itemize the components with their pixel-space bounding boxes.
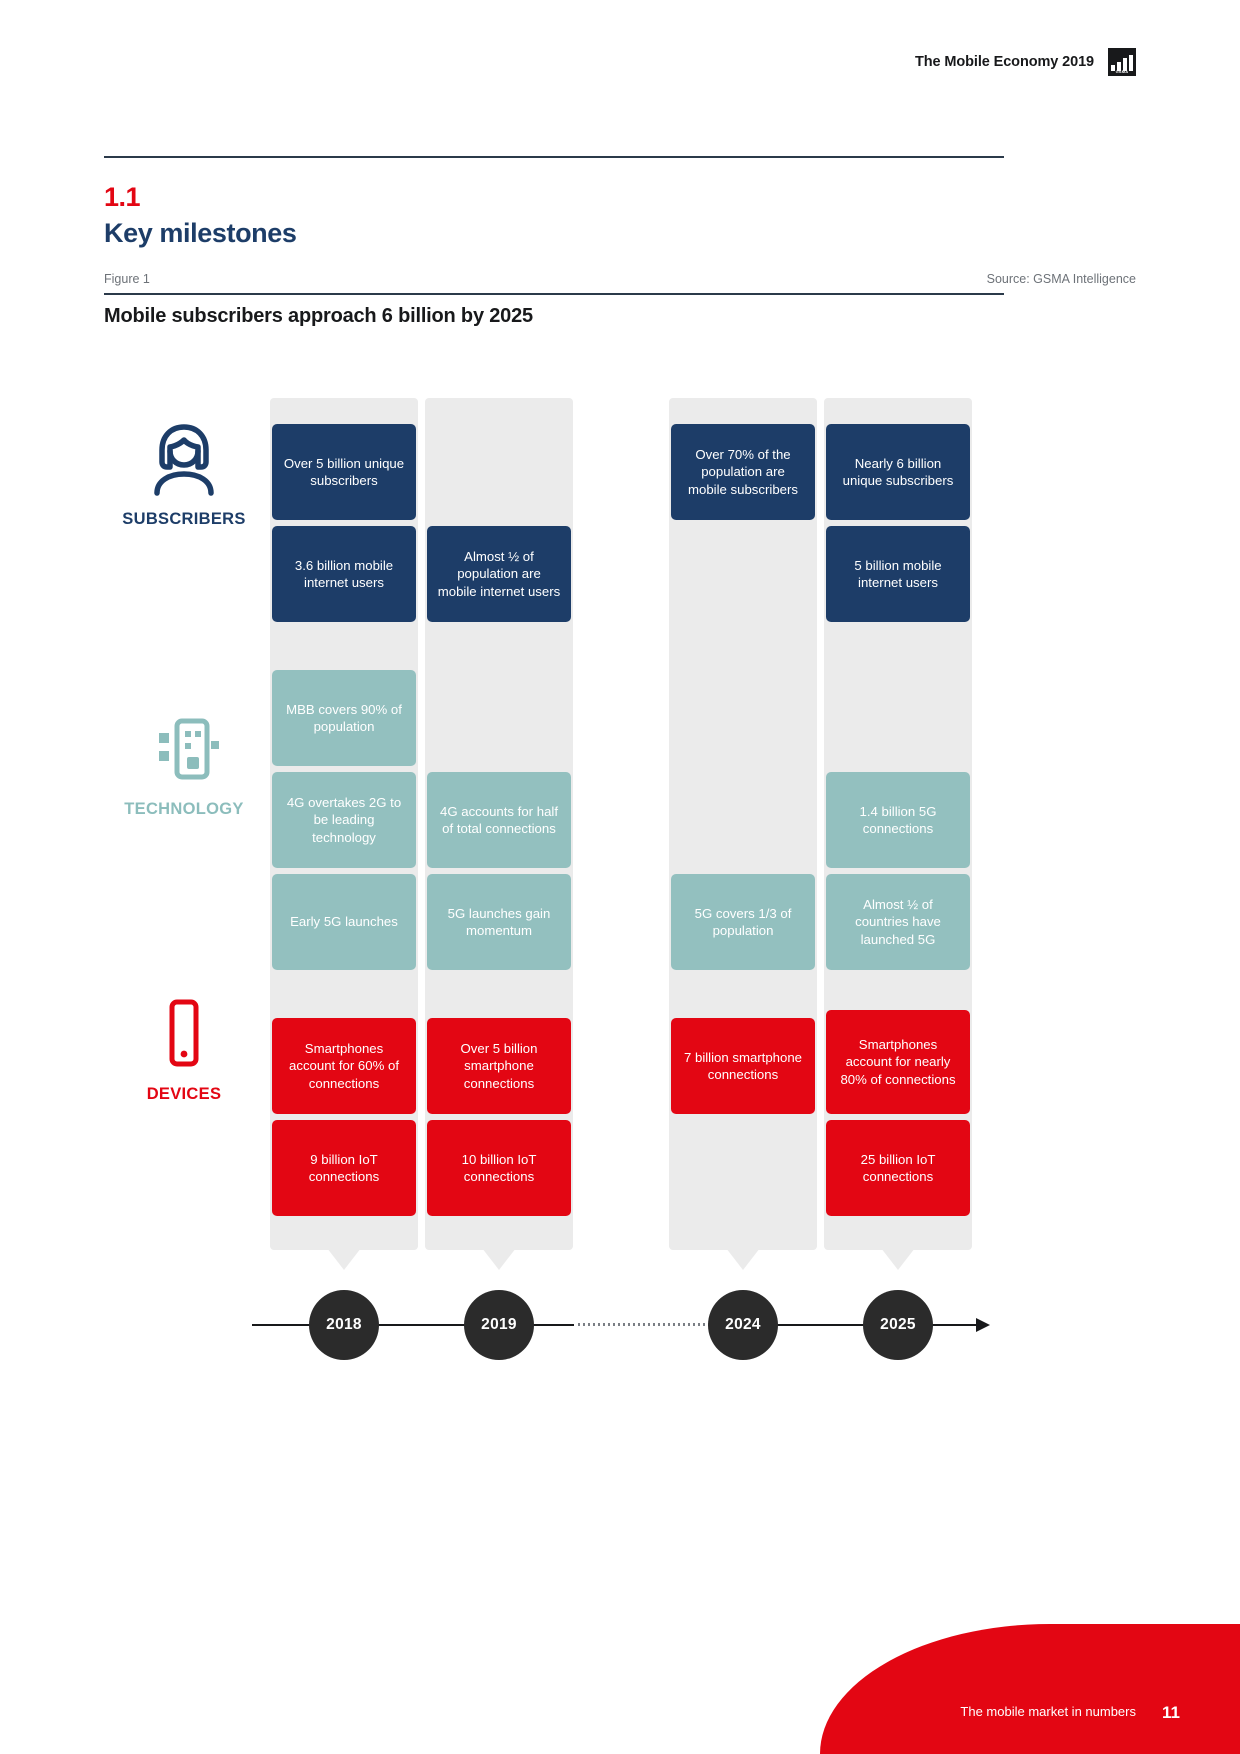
timeline-node-2024[interactable]: 2024 xyxy=(708,1290,778,1360)
figure-title: Mobile subscribers approach 6 billion by… xyxy=(104,305,533,327)
gsma-logo-icon: GSMA xyxy=(1108,48,1136,76)
milestone-card: Over 70% of the population are mobile su… xyxy=(671,424,815,520)
milestone-card: Over 5 billion unique subscribers xyxy=(272,424,416,520)
milestone-card: 4G accounts for half of total connection… xyxy=(427,772,571,868)
category-label-technology: TECHNOLOGY xyxy=(124,800,244,818)
column-2018: Over 5 billion unique subscribers 3.6 bi… xyxy=(270,398,418,1270)
column-2019: Almost ½ of population are mobile intern… xyxy=(425,398,573,1270)
logo-bar xyxy=(1110,65,1116,71)
milestone-card: 10 billion IoT connections xyxy=(427,1120,571,1216)
milestones-chart: SUBSCRIBERS TECHNOLOGY DEVICES xyxy=(0,390,1240,1340)
page-number: 11 xyxy=(1162,1703,1180,1722)
column-tail xyxy=(482,1248,516,1270)
milestone-card: 3.6 billion mobile internet users xyxy=(272,526,416,622)
milestone-card: 4G overtakes 2G to be leading technology xyxy=(272,772,416,868)
column-2024: Over 70% of the population are mobile su… xyxy=(669,398,817,1270)
milestone-card: 5G launches gain momentum xyxy=(427,874,571,970)
milestone-card: Smartphones account for nearly 80% of co… xyxy=(826,1010,970,1114)
milestone-card: 25 billion IoT connections xyxy=(826,1120,970,1216)
milestone-card: Almost ½ of population are mobile intern… xyxy=(427,526,571,622)
milestone-card: 5G covers 1/3 of population xyxy=(671,874,815,970)
timeline-dotted-segment xyxy=(578,1323,720,1326)
category-label-devices: DEVICES xyxy=(146,1085,222,1103)
milestone-card: Early 5G launches xyxy=(272,874,416,970)
milestone-card: Over 5 billion smartphone connections xyxy=(427,1018,571,1114)
subscriber-person-icon xyxy=(147,420,221,498)
page-header-title: The Mobile Economy 2019 xyxy=(915,54,1094,70)
footer-accent-shape xyxy=(820,1624,1240,1754)
logo-bar xyxy=(1116,61,1122,71)
column-2025: Nearly 6 billion unique subscribers 5 bi… xyxy=(824,398,972,1270)
milestone-card: 1.4 billion 5G connections xyxy=(826,772,970,868)
logo-wordmark: GSMA xyxy=(1115,69,1129,74)
timeline: 2018 2019 2024 2025 xyxy=(0,1280,1240,1370)
caption-divider xyxy=(104,293,1004,295)
category-technology: TECHNOLOGY xyxy=(104,710,264,819)
smartphone-icon xyxy=(147,995,221,1073)
milestone-card: Nearly 6 billion unique subscribers xyxy=(826,424,970,520)
section-title: Key milestones xyxy=(104,218,297,248)
milestone-card: 5 billion mobile internet users xyxy=(826,526,970,622)
milestone-card: 7 billion smartphone connections xyxy=(671,1018,815,1114)
figure-label: Figure 1 xyxy=(104,272,150,286)
category-devices: DEVICES xyxy=(104,995,264,1104)
footer-text: The mobile market in numbers xyxy=(960,1704,1136,1719)
page-header: The Mobile Economy 2019 GSMA xyxy=(915,48,1136,76)
timeline-node-2018[interactable]: 2018 xyxy=(309,1290,379,1360)
section-number: 1.1 xyxy=(104,182,141,212)
milestone-card: Almost ½ of countries have launched 5G xyxy=(826,874,970,970)
logo-bar xyxy=(1128,55,1134,71)
column-tail xyxy=(726,1248,760,1270)
milestone-card: MBB covers 90% of population xyxy=(272,670,416,766)
timeline-node-2019[interactable]: 2019 xyxy=(464,1290,534,1360)
logo-bar xyxy=(1122,58,1128,71)
milestone-card: 9 billion IoT connections xyxy=(272,1120,416,1216)
top-divider xyxy=(104,156,1004,158)
milestone-card: Smartphones account for 60% of connectio… xyxy=(272,1018,416,1114)
technology-device-icon xyxy=(147,710,221,788)
category-subscribers: SUBSCRIBERS xyxy=(104,420,264,529)
category-label-subscribers: SUBSCRIBERS xyxy=(122,510,246,528)
column-tail xyxy=(327,1248,361,1270)
column-tail xyxy=(881,1248,915,1270)
timeline-node-2025[interactable]: 2025 xyxy=(863,1290,933,1360)
figure-source: Source: GSMA Intelligence xyxy=(986,272,1136,286)
timeline-arrow-icon xyxy=(976,1318,990,1332)
